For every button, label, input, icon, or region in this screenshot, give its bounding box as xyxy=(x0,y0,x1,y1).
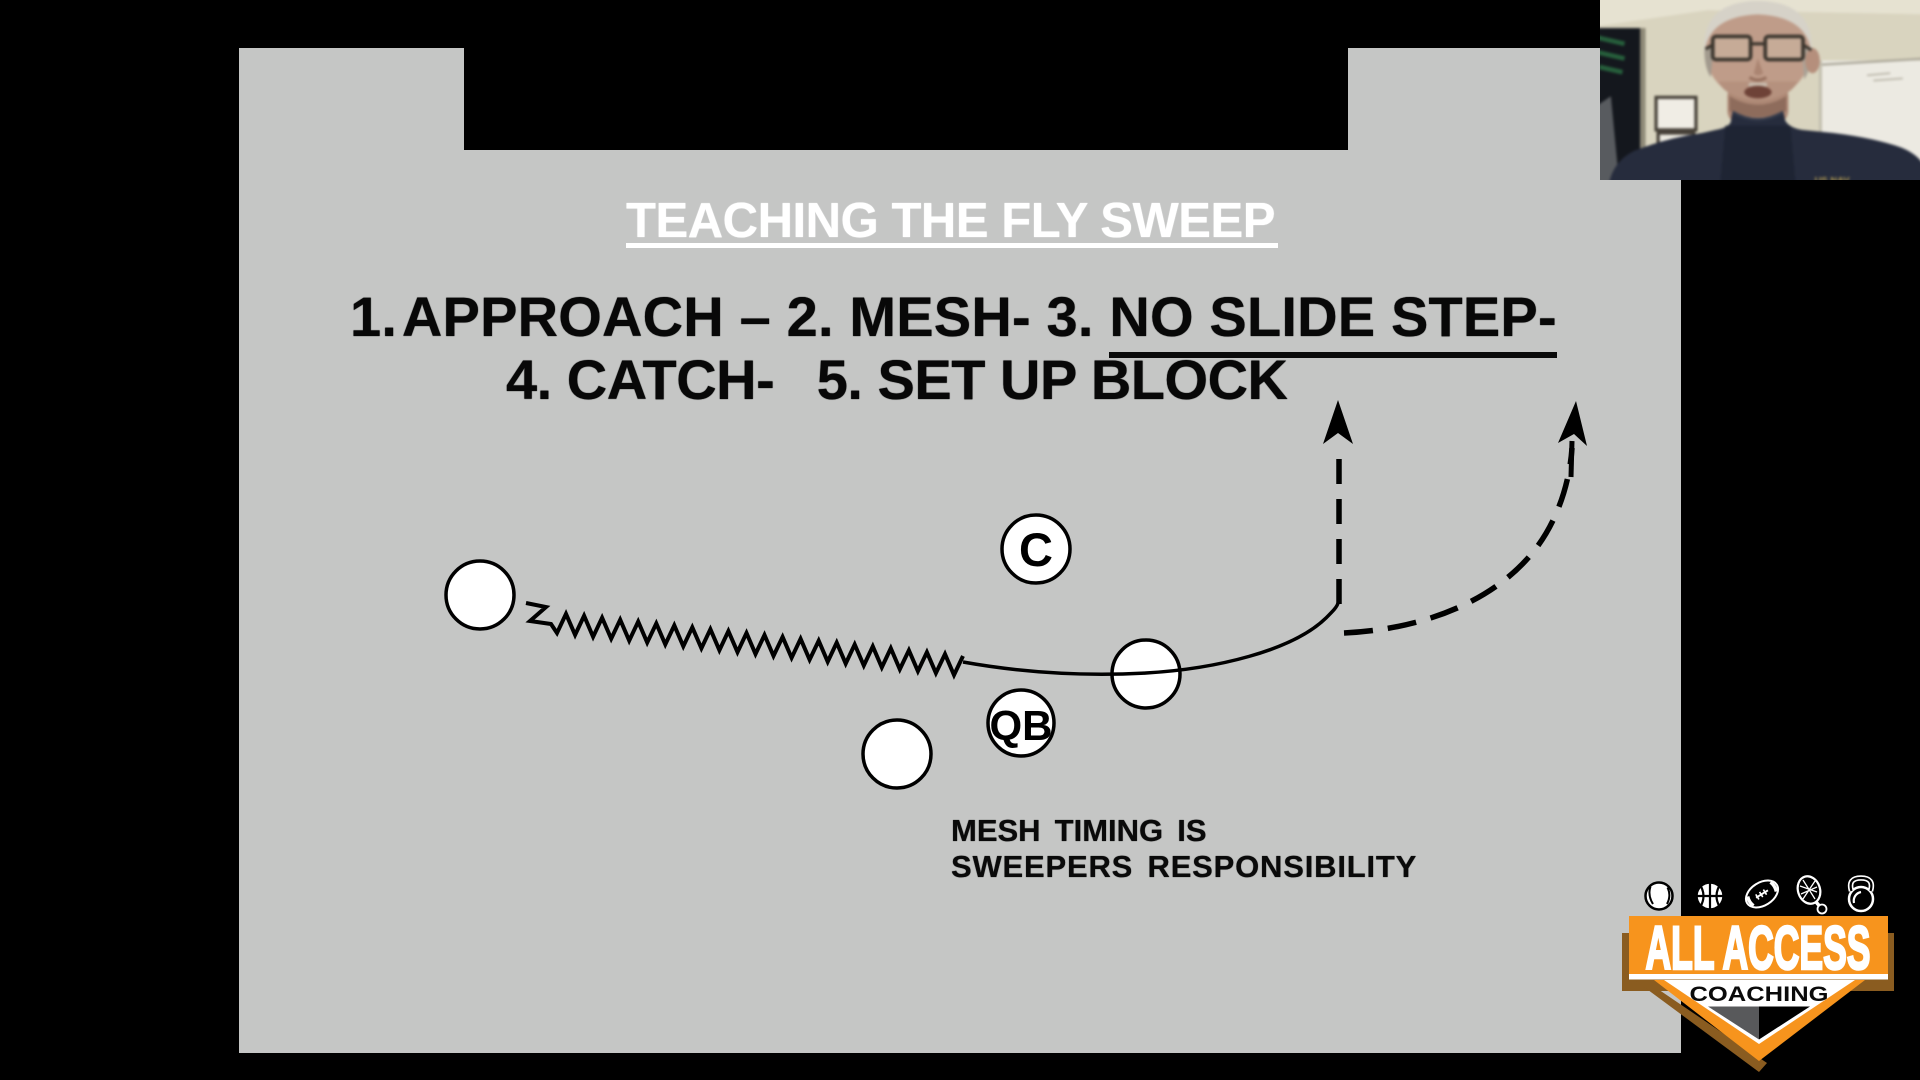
svg-text:ALL ACCESS: ALL ACCESS xyxy=(1646,914,1871,982)
svg-text:US NAV: US NAV xyxy=(1815,175,1851,180)
svg-text:QB: QB xyxy=(990,702,1053,749)
svg-text:C: C xyxy=(1019,523,1053,576)
svg-text:COACHING: COACHING xyxy=(1690,983,1829,1006)
